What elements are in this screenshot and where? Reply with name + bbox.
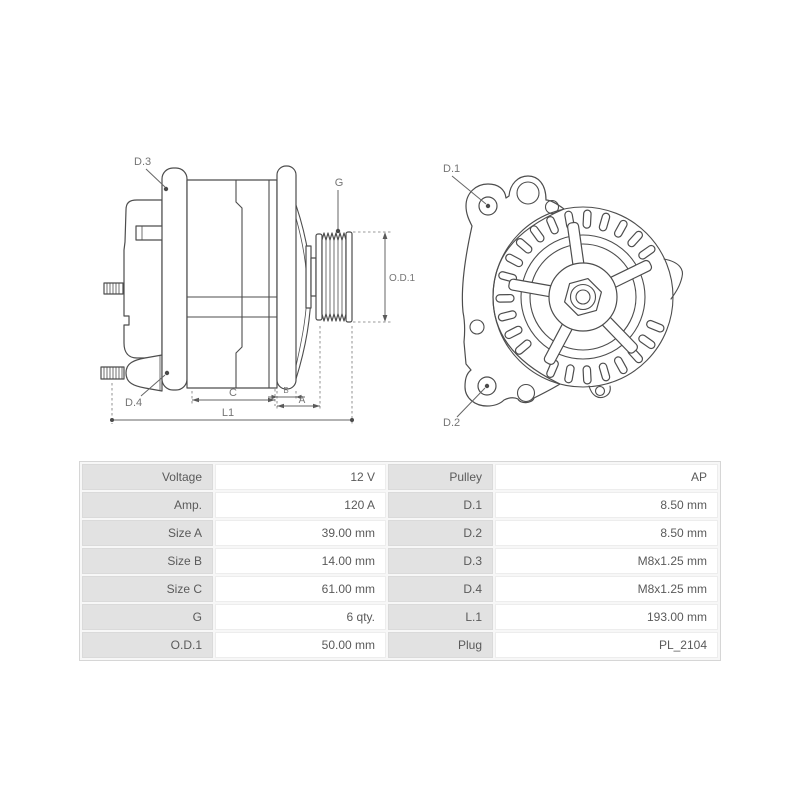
spec-label: Size B	[82, 548, 213, 574]
mounting-lug	[125, 354, 163, 392]
spec-label: D.3	[388, 548, 493, 574]
dim-label-od1: O.D.1	[389, 273, 416, 284]
dim-label-b: B	[283, 386, 288, 395]
spec-label: D.1	[388, 492, 493, 518]
rear-cover	[123, 199, 163, 359]
table-row: Size A 39.00 mm D.2 8.50 mm	[82, 520, 718, 546]
spec-value: 50.00 mm	[215, 632, 386, 658]
drive-bracket-ear	[276, 165, 297, 390]
spec-value: 8.50 mm	[495, 492, 718, 518]
alternator-front-view: D.1 D.2	[443, 163, 684, 429]
d1-marker-dot	[485, 203, 491, 209]
dim-label-d1: D.1	[443, 163, 460, 175]
stator-ring	[492, 206, 674, 388]
spec-value: 12 V	[215, 464, 386, 490]
pulley	[315, 231, 353, 323]
spec-value: 6 qty.	[215, 604, 386, 630]
bottom-bracket	[588, 385, 611, 399]
spec-value: 61.00 mm	[215, 576, 386, 602]
spec-label: O.D.1	[82, 632, 213, 658]
spec-label: G	[82, 604, 213, 630]
alternator-side-view: D.3 D.4 G O.D.1 C B A	[100, 156, 416, 424]
d2-marker-dot	[484, 383, 490, 389]
table-row: Amp. 120 A D.1 8.50 mm	[82, 492, 718, 518]
terminal-stud-lower	[100, 366, 125, 380]
spec-label: Pulley	[388, 464, 493, 490]
dim-label-g: G	[335, 177, 344, 189]
terminal-stud-upper	[103, 282, 124, 295]
spec-value: M8x1.25 mm	[495, 576, 718, 602]
spec-label: L.1	[388, 604, 493, 630]
dim-label-d4: D.4	[125, 397, 142, 409]
spec-value: 193.00 mm	[495, 604, 718, 630]
table-row: O.D.1 50.00 mm Plug PL_2104	[82, 632, 718, 658]
d4-marker-dot	[164, 370, 170, 376]
dim-label-d2: D.2	[443, 417, 460, 429]
spec-label: D.2	[388, 520, 493, 546]
side-tab	[663, 258, 684, 300]
fan-spokes	[508, 221, 653, 365]
table-row: Voltage 12 V Pulley AP	[82, 464, 718, 490]
dim-label-l1: L1	[222, 407, 234, 419]
spec-label: Plug	[388, 632, 493, 658]
rear-bracket-ear	[161, 167, 188, 391]
table-row: Size C 61.00 mm D.4 M8x1.25 mm	[82, 576, 718, 602]
shaft	[310, 257, 317, 297]
shaft-spacer	[305, 245, 312, 309]
stator-body	[186, 179, 278, 389]
spec-label: Size A	[82, 520, 213, 546]
spec-label: D.4	[388, 576, 493, 602]
spec-value: 8.50 mm	[495, 520, 718, 546]
spec-label: Voltage	[82, 464, 213, 490]
spec-table: Voltage 12 V Pulley AP Amp. 120 A D.1 8.…	[79, 461, 721, 661]
spec-value: AP	[495, 464, 718, 490]
d3-marker-dot	[163, 186, 169, 192]
spec-label: Size C	[82, 576, 213, 602]
spec-value: M8x1.25 mm	[495, 548, 718, 574]
spec-label: Amp.	[82, 492, 213, 518]
spec-value: PL_2104	[495, 632, 718, 658]
table-row: G 6 qty. L.1 193.00 mm	[82, 604, 718, 630]
dim-label-c: C	[229, 387, 237, 399]
dim-label-a: A	[299, 395, 306, 406]
g-marker-dot	[335, 228, 341, 234]
spec-value: 120 A	[215, 492, 386, 518]
dim-label-d3: D.3	[134, 156, 151, 168]
spec-value: 14.00 mm	[215, 548, 386, 574]
spec-value: 39.00 mm	[215, 520, 386, 546]
table-row: Size B 14.00 mm D.3 M8x1.25 mm	[82, 548, 718, 574]
